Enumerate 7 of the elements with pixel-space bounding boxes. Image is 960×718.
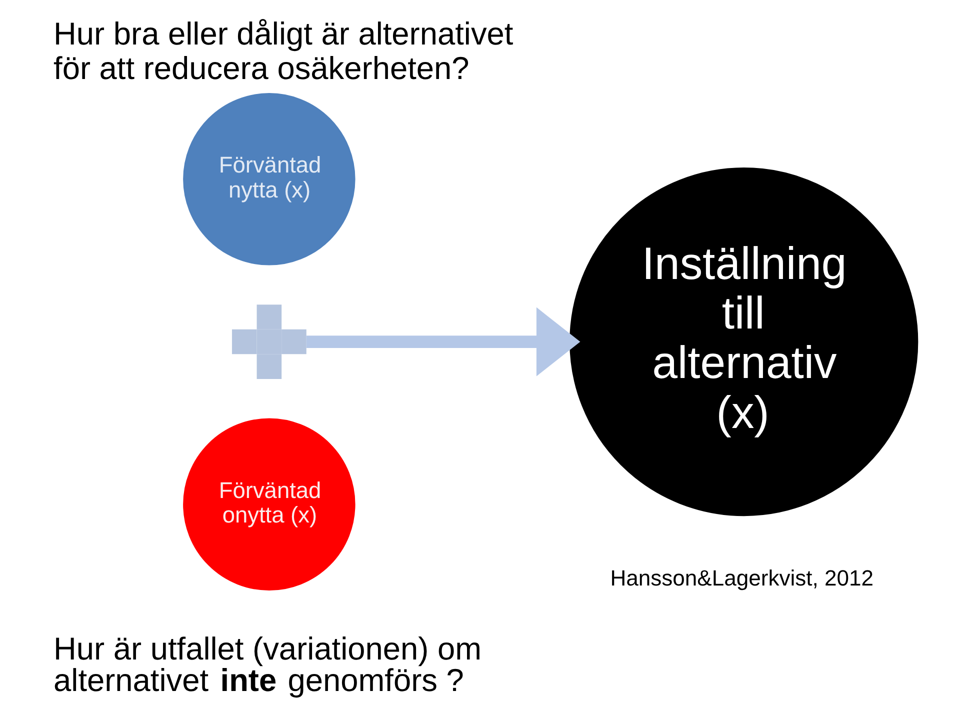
arrow	[306, 307, 580, 376]
label: Hur är utfallet (variationen) om alternativet inte genomförs ?	[54, 630, 482, 698]
label: Hansson&Lagerkvist, 2012	[610, 565, 874, 590]
node-circle: Förväntad nytta (x)	[183, 93, 356, 266]
node-circle: Inställning till alternativ (x)	[570, 167, 918, 516]
diagram-title: Hur bra eller dåligt är alternativet för att reducera osäkerheten?	[54, 16, 514, 86]
node-circle: Förväntad onytta (x)	[183, 418, 356, 590]
